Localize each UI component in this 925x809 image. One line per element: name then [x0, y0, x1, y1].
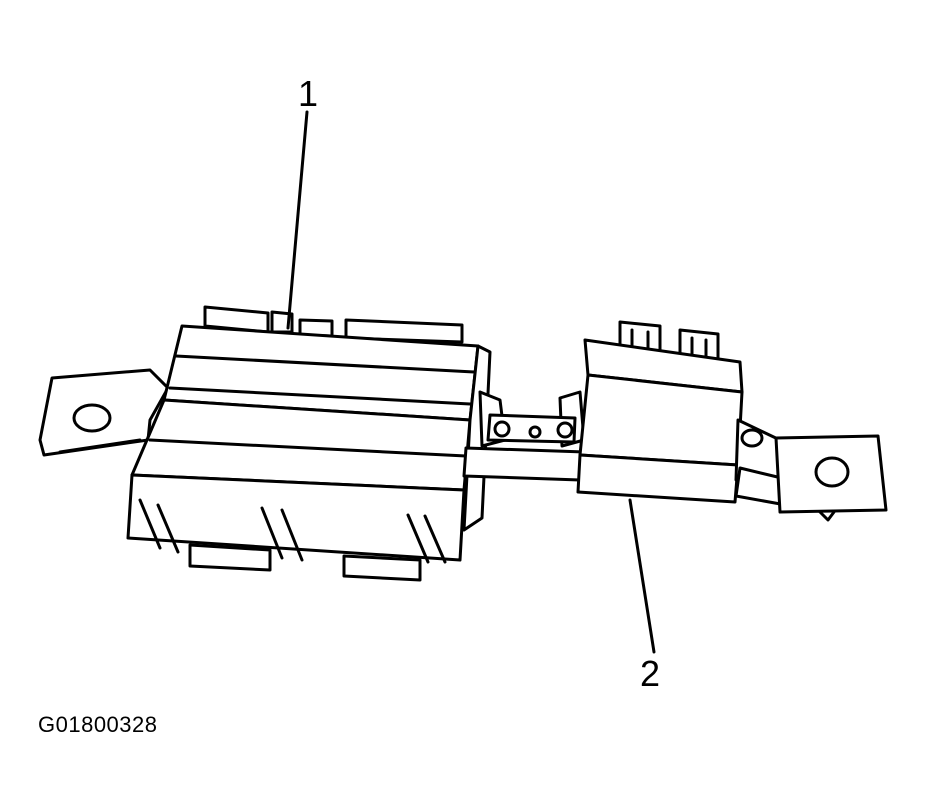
- right-mount-hole: [814, 456, 850, 488]
- callout-label-1: 1: [298, 73, 319, 114]
- leader-line-2: [628, 498, 656, 654]
- left-mount-hole: [72, 403, 112, 433]
- terminal-screw: [556, 421, 574, 439]
- fuse-block: [576, 320, 744, 504]
- wire-harness: [462, 390, 587, 482]
- output-cable: [734, 418, 792, 507]
- leader-line-1: [286, 110, 309, 330]
- terminal-screw: [528, 425, 542, 439]
- right-terminal-lug: [774, 434, 888, 522]
- terminal-screw: [493, 420, 511, 438]
- figure-id: G01800328: [38, 712, 158, 737]
- callout-label-2: 2: [640, 653, 661, 694]
- left-mounting-tab: [38, 368, 170, 457]
- control-module: [126, 305, 492, 582]
